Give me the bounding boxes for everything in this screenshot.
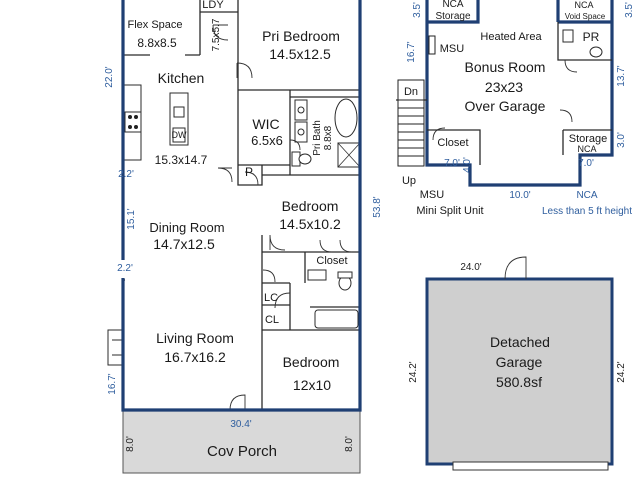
room-flex-name: Flex Space [127, 19, 182, 31]
room-bedroom3-name: Bedroom [283, 354, 340, 370]
toilet-icon [298, 153, 312, 165]
legend-nca: NCA [576, 190, 597, 201]
room-kitchen-name: Kitchen [158, 70, 205, 86]
main-floor: DW [104, 0, 383, 474]
room-bedroom2-size: 14.5x10.2 [279, 216, 341, 232]
dim-4-0: 4.0' [462, 157, 473, 173]
fireplace-icon [107, 329, 124, 366]
dim-left-2-2a: 2.2' [118, 169, 134, 180]
room-bonus-size: 23x23 [485, 79, 523, 95]
room-living-name: Living Room [156, 330, 234, 346]
room-bedroom2-name: Bedroom [282, 198, 339, 214]
room-dining-name: Dining Room [149, 220, 224, 235]
room-ldy-size: 7.5x5.7 [211, 18, 222, 51]
room-nca-void-name: NCA [574, 0, 593, 10]
dim-16-7: 16.7' [406, 41, 417, 62]
room-pri-bedroom-name: Pri Bedroom [262, 28, 340, 44]
room-pr-name: PR [583, 30, 600, 44]
garage-door [452, 461, 609, 471]
upper-walls [396, 0, 614, 187]
porch-area [122, 410, 361, 474]
sink-icon [589, 46, 603, 58]
dishwasher-label: DW [172, 130, 187, 140]
room-bonus-extra: Over Garage [465, 98, 546, 114]
dim-left-15-1: 15.1' [126, 208, 137, 229]
upper-dimensions: 3.5' 3.5' 16.7' 13.7' 3.0' 7.0' 4.0' 10.… [406, 2, 635, 201]
garage-dim-right: 24.2' [616, 361, 627, 382]
garage-subtitle: Garage [496, 354, 543, 370]
upper-room-labels: NCA Storage Heated Area MSU NCA Void Spa… [404, 0, 607, 154]
room-porch-name: Cov Porch [207, 443, 277, 460]
room-kitchen-size: 15.3x14.7 [155, 153, 208, 167]
main-dimensions: 22.0' 2.2' 15.1' 2.2' 16.7' 30.4' 8.0' 8… [104, 66, 383, 452]
fixtures: DW [107, 84, 361, 366]
dim-length-53-8: 53.8' [372, 196, 383, 217]
room-dining-size: 14.7x12.5 [153, 236, 215, 252]
upper-legend: Up MSU Mini Split Unit NCA Less than 5 f… [402, 175, 632, 217]
exterior-walls [121, 0, 362, 412]
room-dn-name: Dn [404, 86, 418, 98]
room-bedroom3-size: 12x10 [293, 377, 331, 393]
interior-walls [123, 0, 360, 410]
room-storage-size: NCA [577, 144, 596, 154]
detached-garage: Detached Garage 580.8sf 24.0' 24.2' 24.2… [408, 256, 627, 471]
garage-entry-door [504, 256, 527, 280]
msu-unit-icon [428, 35, 436, 55]
room-cl-name: CL [265, 314, 279, 326]
room-wic-name: WIC [252, 116, 279, 132]
room-labels: LDY 7.5x5.7 Flex Space 8.8x8.5 Pri Bedro… [127, 0, 347, 460]
room-nca-storage-size: Storage [435, 11, 470, 22]
room-pantry-name: P [245, 165, 253, 179]
dim-width-30-4: 30.4' [230, 419, 251, 430]
toilet-icon [562, 29, 574, 43]
dim-3-0: 3.0' [616, 132, 627, 148]
doors [212, 24, 353, 411]
garage-area-label: 580.8sf [496, 374, 542, 390]
bathtub-icon [314, 309, 359, 329]
room-flex-size: 8.8x8.5 [137, 36, 177, 50]
dim-7-0-right: 7.0' [578, 158, 594, 169]
room-pri-bath-size: 8.8x8 [323, 125, 334, 150]
legend-nca-desc: Less than 5 ft height [542, 206, 632, 217]
room-nca-void-size: Void Space [565, 12, 606, 21]
garage-area [425, 277, 614, 466]
dim-3-5-left: 3.5' [412, 2, 423, 18]
room-living-size: 16.7x16.2 [164, 349, 226, 365]
room-pri-bedroom-size: 14.5x12.5 [269, 46, 331, 62]
dim-10-0: 10.0' [509, 190, 530, 201]
dim-left-2-2b: 2.2' [117, 263, 133, 274]
room-closet-up-name: Closet [437, 137, 468, 149]
room-ldy-name: LDY [202, 0, 224, 11]
room-pri-bath-name: Pri Bath [312, 120, 323, 156]
sink-icon [173, 106, 185, 118]
room-bonus-name: Bonus Room [465, 59, 546, 75]
room-storage-name: Storage [569, 133, 608, 145]
room-heated-name: Heated Area [480, 31, 542, 43]
bathtub-icon [334, 98, 358, 138]
stairs [397, 79, 425, 167]
dim-porch-left: 8.0' [125, 436, 136, 452]
dim-left-16-7: 16.7' [107, 373, 118, 394]
upper-floor: NCA Storage Heated Area MSU NCA Void Spa… [396, 0, 635, 217]
dim-3-5-right: 3.5' [624, 2, 635, 18]
legend-msu: MSU [420, 189, 445, 201]
garage-title: Detached [490, 334, 550, 350]
dim-13-7: 13.7' [616, 65, 627, 86]
room-msu-name: MSU [440, 43, 465, 55]
room-lc-name: LC [264, 292, 278, 304]
room-closet-name: Closet [316, 255, 347, 267]
garage-dim-left: 24.2' [408, 361, 419, 382]
dim-porch-right: 8.0' [344, 436, 355, 452]
dim-left-22: 22.0' [104, 66, 115, 87]
dim-7-0-left: 7.0' [444, 158, 460, 169]
room-nca-storage-name: NCA [442, 0, 463, 10]
room-wic-size: 6.5x6 [251, 133, 283, 148]
legend-up: Up [402, 175, 416, 187]
legend-msu-desc: Mini Split Unit [416, 205, 483, 217]
stove-icon [124, 111, 142, 133]
garage-dim-top: 24.0' [460, 262, 481, 273]
